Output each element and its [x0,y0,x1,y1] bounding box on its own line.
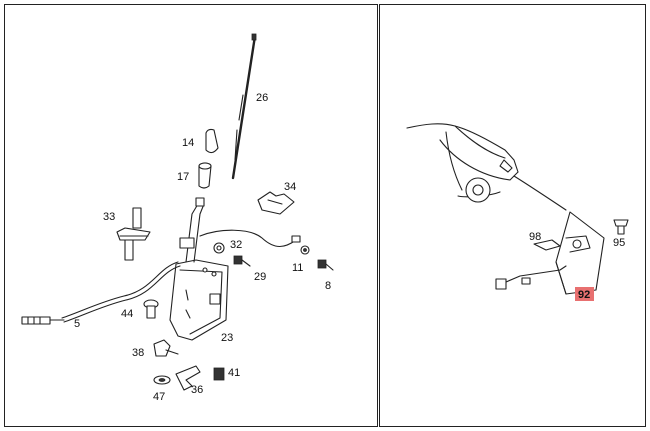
gear-part[interactable] [213,242,225,254]
callout-29: 29 [254,271,266,283]
callout-11: 11 [292,262,303,274]
highlight-marker [575,287,594,301]
screw-38[interactable] [153,339,179,357]
callout-98: 98 [529,231,541,243]
antenna-mast[interactable] [231,33,257,180]
callout-38: 38 [132,347,144,359]
cap-part[interactable] [205,128,219,154]
callout-14: 14 [182,137,194,149]
callout-8: 8 [325,280,331,292]
callout-36: 36 [191,384,203,396]
nut-11[interactable] [300,245,310,255]
screw-29[interactable] [233,255,251,267]
callout-33: 33 [103,211,115,223]
callout-23: 23 [221,332,233,344]
motor-housing[interactable] [169,259,229,341]
antenna-tube [179,197,205,263]
callout-44: 44 [121,308,133,320]
callout-92[interactable]: 92 [578,289,590,301]
drive-cable[interactable] [21,261,181,325]
bolt-44[interactable] [143,299,159,319]
ground-cable [199,229,301,248]
callout-34: 34 [284,181,296,193]
callout-32: 32 [230,239,242,251]
wiring-harness[interactable] [495,265,567,290]
sleeve-part[interactable] [198,162,212,189]
callout-41: 41 [228,367,240,379]
fender-panel[interactable] [555,211,605,295]
callout-5: 5 [74,318,80,330]
clip-41[interactable] [213,367,225,381]
bracket-plate[interactable] [257,191,295,215]
left-panel [4,4,378,427]
car-rear-outline [406,123,519,203]
fitting-part[interactable] [116,207,151,261]
washer-47[interactable] [153,375,171,385]
callout-26: 26 [256,92,268,104]
callout-95: 95 [613,237,625,249]
callout-47: 47 [153,391,165,403]
bracket-36[interactable] [175,365,201,391]
connection-arc [513,175,567,211]
grommet-95[interactable] [613,219,629,235]
screw-8[interactable] [317,259,334,271]
right-panel [379,4,646,427]
clip-98[interactable] [533,239,561,251]
callout-17: 17 [177,171,189,183]
